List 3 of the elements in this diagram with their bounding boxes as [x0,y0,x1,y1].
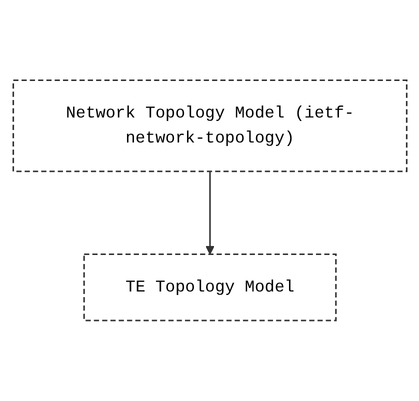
arrow [204,172,214,255]
node-box: Network Topology Model (ietf-network-topology) [12,80,407,172]
node-box: TE Topology Model [82,254,336,322]
